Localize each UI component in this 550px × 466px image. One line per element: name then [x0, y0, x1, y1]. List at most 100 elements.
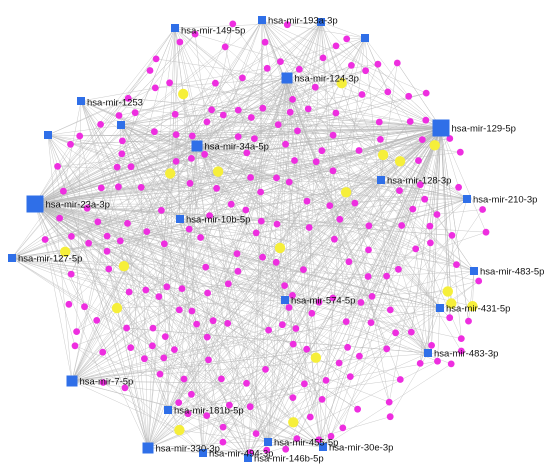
- gene-node[interactable]: [247, 174, 255, 181]
- gene-node[interactable]: [212, 79, 219, 87]
- gene-node[interactable]: [188, 307, 196, 315]
- gene-node[interactable]: [263, 446, 271, 454]
- gene-node[interactable]: [351, 199, 359, 207]
- gene-node[interactable]: [274, 121, 282, 128]
- gene-node[interactable]: [303, 345, 311, 353]
- gene-node[interactable]: [332, 109, 340, 117]
- hub-gene-node[interactable]: [446, 298, 457, 309]
- gene-node[interactable]: [305, 224, 313, 231]
- gene-node[interactable]: [392, 329, 399, 337]
- hub-gene-node[interactable]: [59, 246, 71, 257]
- gene-node[interactable]: [251, 135, 258, 143]
- gene-node[interactable]: [246, 403, 254, 411]
- gene-node[interactable]: [322, 377, 330, 384]
- gene-node[interactable]: [67, 140, 74, 148]
- hub-gene-node[interactable]: [274, 242, 286, 254]
- gene-node[interactable]: [426, 222, 434, 230]
- gene-node[interactable]: [301, 380, 308, 388]
- gene-node[interactable]: [67, 270, 75, 278]
- gene-node[interactable]: [295, 65, 303, 73]
- gene-node[interactable]: [421, 195, 429, 203]
- gene-node[interactable]: [283, 21, 291, 29]
- gene-node[interactable]: [286, 108, 294, 116]
- gene-node[interactable]: [326, 202, 334, 210]
- gene-node[interactable]: [368, 293, 376, 300]
- gene-node[interactable]: [73, 328, 80, 335]
- gene-node[interactable]: [188, 155, 195, 162]
- gene-node[interactable]: [191, 30, 199, 38]
- hub-gene-node[interactable]: [174, 424, 185, 436]
- gene-node[interactable]: [446, 314, 454, 322]
- gene-node[interactable]: [97, 121, 104, 128]
- gene-node[interactable]: [201, 150, 209, 158]
- mirna-node-m146b[interactable]: [244, 454, 252, 462]
- gene-node[interactable]: [171, 110, 179, 118]
- gene-node[interactable]: [151, 84, 159, 92]
- gene-node[interactable]: [247, 114, 255, 121]
- gene-node[interactable]: [208, 106, 216, 114]
- hub-gene-node[interactable]: [118, 261, 130, 272]
- gene-node[interactable]: [383, 345, 391, 353]
- hub-gene-node[interactable]: [340, 187, 352, 198]
- gene-node[interactable]: [141, 355, 148, 363]
- mirna-node-m483_5[interactable]: [470, 267, 478, 275]
- gene-node[interactable]: [76, 132, 84, 140]
- gene-node[interactable]: [203, 412, 211, 419]
- gene-node[interactable]: [99, 348, 107, 356]
- mirna-node-m574[interactable]: [281, 296, 289, 304]
- gene-node[interactable]: [262, 366, 269, 373]
- gene-node[interactable]: [265, 326, 272, 334]
- gene-node[interactable]: [292, 325, 300, 332]
- gene-node[interactable]: [234, 267, 242, 275]
- gene-node[interactable]: [475, 277, 483, 285]
- gene-node[interactable]: [127, 163, 135, 171]
- gene-node[interactable]: [206, 212, 214, 220]
- mirna-node-u4[interactable]: [117, 121, 125, 129]
- gene-node[interactable]: [219, 438, 227, 446]
- hub-gene-node[interactable]: [212, 166, 224, 177]
- gene-node[interactable]: [318, 147, 326, 155]
- gene-node[interactable]: [447, 360, 455, 368]
- gene-node[interactable]: [346, 373, 354, 380]
- gene-node[interactable]: [362, 67, 369, 75]
- gene-node[interactable]: [103, 247, 111, 255]
- gene-node[interactable]: [329, 167, 337, 175]
- gene-node[interactable]: [242, 206, 250, 214]
- hub-gene-node[interactable]: [310, 352, 322, 363]
- gene-node[interactable]: [71, 342, 79, 350]
- gene-node[interactable]: [273, 220, 281, 228]
- gene-node[interactable]: [118, 150, 126, 158]
- gene-node[interactable]: [197, 234, 205, 241]
- gene-node[interactable]: [243, 379, 250, 387]
- gene-node[interactable]: [348, 62, 355, 69]
- gene-node[interactable]: [226, 401, 233, 409]
- gene-node[interactable]: [124, 220, 131, 227]
- gene-node[interactable]: [158, 207, 165, 214]
- gene-node[interactable]: [377, 136, 384, 143]
- gene-node[interactable]: [415, 157, 422, 165]
- hub-gene-node[interactable]: [165, 168, 176, 179]
- gene-node[interactable]: [386, 306, 394, 314]
- gene-node[interactable]: [365, 246, 372, 254]
- gene-node[interactable]: [354, 405, 361, 413]
- gene-node[interactable]: [357, 299, 365, 306]
- gene-node[interactable]: [311, 83, 319, 91]
- gene-node[interactable]: [398, 222, 406, 229]
- gene-node[interactable]: [115, 112, 123, 119]
- gene-node[interactable]: [261, 38, 269, 46]
- gene-node[interactable]: [282, 445, 290, 453]
- hub-gene-node[interactable]: [377, 149, 389, 161]
- gene-node[interactable]: [367, 319, 375, 326]
- gene-node[interactable]: [171, 346, 178, 353]
- gene-node[interactable]: [315, 436, 323, 444]
- gene-node[interactable]: [409, 205, 417, 213]
- gene-node[interactable]: [465, 317, 472, 325]
- mirna-node-m23a[interactable]: [26, 195, 44, 213]
- gene-node[interactable]: [172, 131, 180, 139]
- gene-node[interactable]: [218, 375, 225, 383]
- gene-node[interactable]: [175, 306, 183, 314]
- gene-node[interactable]: [455, 183, 462, 191]
- mirna-node-m431[interactable]: [436, 304, 444, 312]
- gene-node[interactable]: [336, 215, 344, 223]
- gene-node[interactable]: [146, 67, 154, 74]
